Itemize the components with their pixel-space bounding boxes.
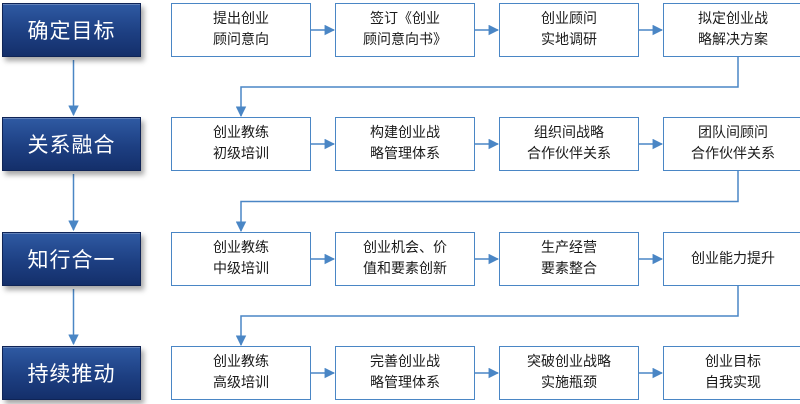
step-text-line: 创业教练 — [213, 125, 269, 141]
step-box-3-4: 创业能力提升 — [663, 232, 800, 286]
step-text-line: 要素整合 — [541, 261, 597, 277]
wrap-arrow-2 — [235, 171, 739, 233]
step-text-line: 完善创业战 — [370, 354, 440, 370]
step-box-1-4: 拟定创业战略解决方案 — [663, 3, 800, 57]
step-text-line: 高级培训 — [213, 375, 269, 391]
step-text-line: 自我实现 — [705, 375, 761, 391]
step-text-line: 拟定创业战 — [698, 11, 768, 27]
step-text-line: 合作伙伴关系 — [527, 146, 611, 162]
step-box-4-3: 突破创业战略实施瓶颈 — [499, 346, 639, 400]
step-text-line: 初级培训 — [213, 146, 269, 162]
step-text-line: 突破创业战略 — [527, 354, 611, 370]
wrap-arrow-1 — [235, 57, 739, 118]
step-text-line: 顾问意向 — [213, 32, 269, 48]
step-text-line: 略解决方案 — [698, 32, 768, 48]
step-text-line: 创业教练 — [213, 354, 269, 370]
step-text-line: 合作伙伴关系 — [691, 146, 775, 162]
step-text-line: 实施瓶颈 — [541, 375, 597, 391]
step-text-line: 略管理体系 — [370, 146, 440, 162]
step-text-line: 值和要素创新 — [363, 261, 447, 277]
step-text-line: 提出创业 — [213, 11, 269, 27]
step-box-1-1: 提出创业顾问意向 — [171, 3, 311, 57]
step-box-4-4: 创业目标自我实现 — [663, 346, 800, 400]
step-text-line: 组织间战略 — [534, 125, 604, 141]
step-box-1-2: 签订《创业顾问意向书》 — [335, 3, 475, 57]
wrap-arrow-3 — [235, 286, 739, 347]
step-text-line: 创业能力提升 — [691, 250, 775, 267]
step-box-4-1: 创业教练高级培训 — [171, 346, 311, 400]
step-box-3-2: 创业机会、价值和要素创新 — [335, 232, 475, 286]
step-text-line: 签订《创业 — [370, 11, 440, 27]
step-text-line: 中级培训 — [213, 261, 269, 277]
step-box-2-1: 创业教练初级培训 — [171, 117, 311, 171]
stage-3: 知行合一 — [2, 232, 141, 286]
step-text-line: 略管理体系 — [370, 375, 440, 391]
step-box-2-4: 团队间顾问合作伙伴关系 — [663, 117, 800, 171]
step-text-line: 实地调研 — [541, 32, 597, 48]
step-box-1-3: 创业顾问实地调研 — [499, 3, 639, 57]
stage-2: 关系融合 — [2, 117, 141, 171]
step-box-3-1: 创业教练中级培训 — [171, 232, 311, 286]
step-text-line: 构建创业战 — [370, 125, 440, 141]
step-text-line: 生产经营 — [541, 240, 597, 256]
stage-1: 确定目标 — [2, 3, 141, 57]
step-text-line: 团队间顾问 — [698, 125, 768, 141]
step-box-2-2: 构建创业战略管理体系 — [335, 117, 475, 171]
step-box-2-3: 组织间战略合作伙伴关系 — [499, 117, 639, 171]
step-box-4-2: 完善创业战略管理体系 — [335, 346, 475, 400]
step-text-line: 创业教练 — [213, 240, 269, 256]
stage-4: 持续推动 — [2, 346, 141, 400]
step-box-3-3: 生产经营要素整合 — [499, 232, 639, 286]
step-text-line: 创业顾问 — [541, 11, 597, 27]
step-text-line: 创业机会、价 — [363, 240, 447, 256]
step-text-line: 顾问意向书》 — [363, 32, 447, 48]
step-text-line: 创业目标 — [705, 354, 761, 370]
